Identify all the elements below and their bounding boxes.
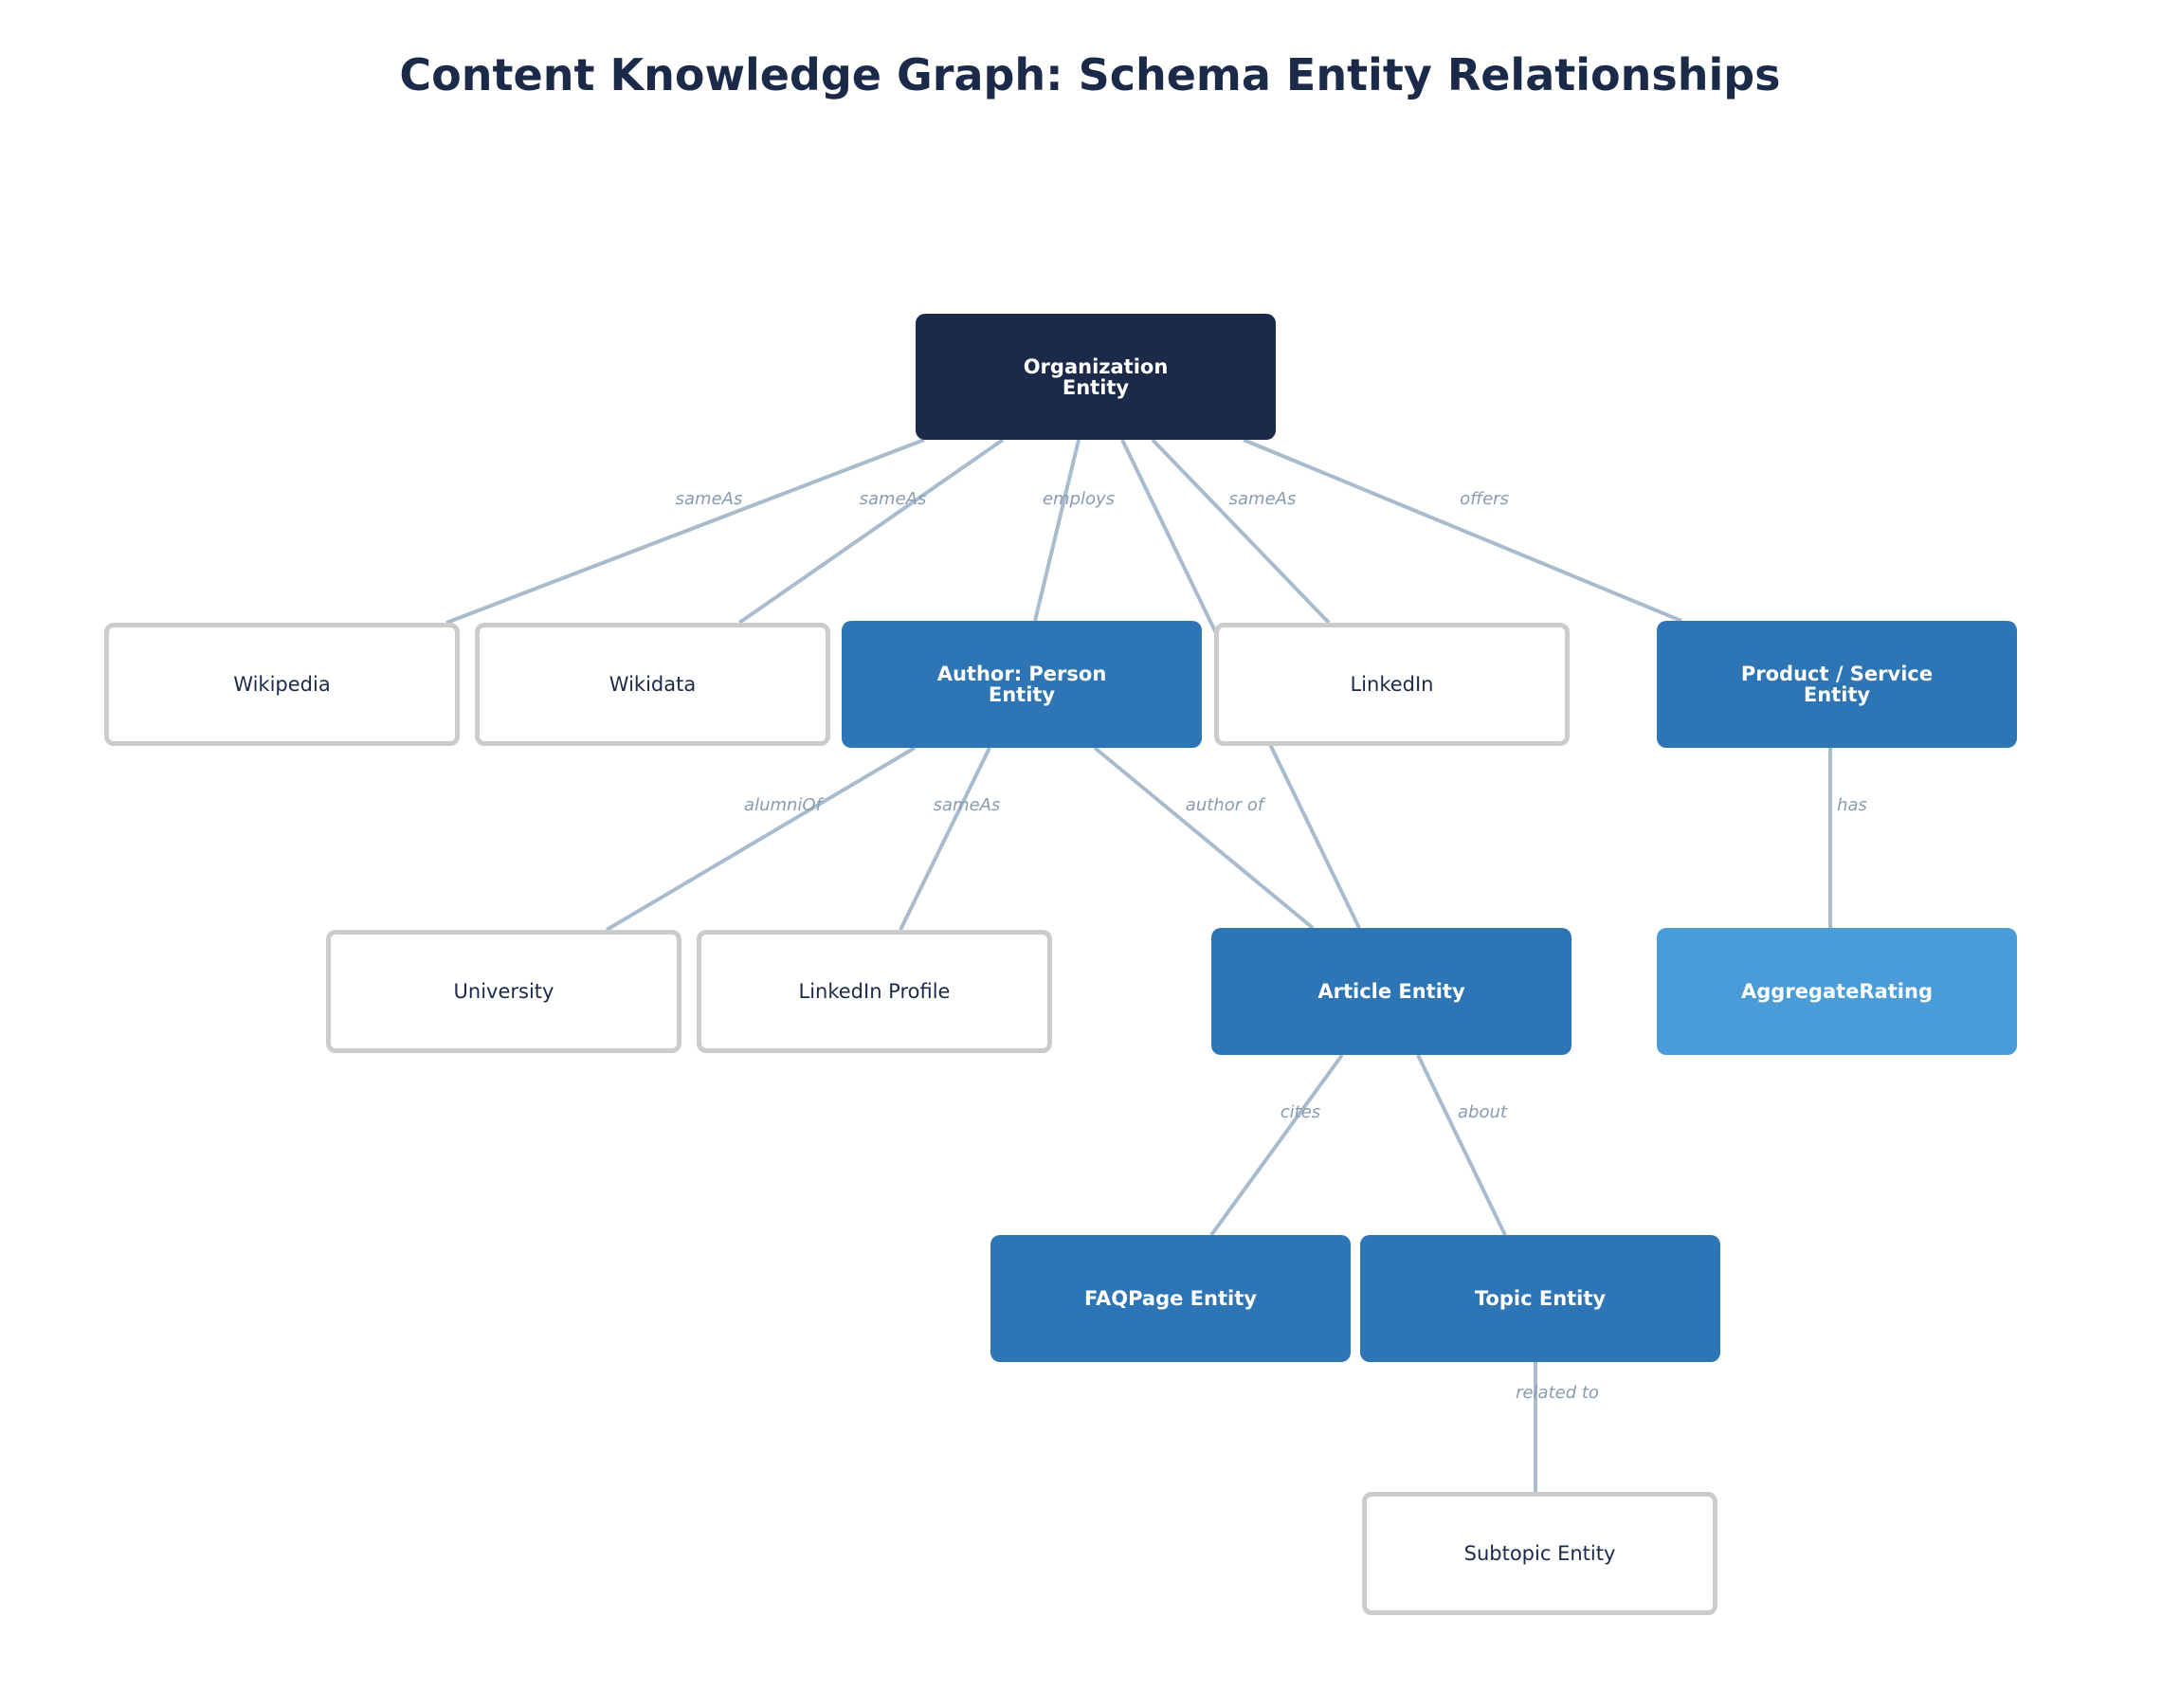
- node-topic: Topic Entity: [1360, 1235, 1720, 1362]
- edge-organization-wikidata: [737, 438, 1005, 625]
- edge-label-organization-wikipedia: sameAs: [676, 489, 743, 509]
- node-wikidata: Wikidata: [475, 623, 830, 746]
- edge-label-author-linkedin_profile: sameAs: [934, 795, 1001, 815]
- edge-label-author-article: author of: [1186, 795, 1266, 815]
- edge-organization-product: [1243, 438, 1682, 623]
- edge-label-article-faqpage: cites: [1281, 1102, 1320, 1122]
- edge-organization-linkedin: [1151, 438, 1331, 625]
- edge-label-topic-subtopic: related to: [1516, 1383, 1599, 1403]
- edge-organization-wikipedia: [445, 438, 925, 625]
- edge-label-organization-linkedin: sameAs: [1229, 489, 1297, 509]
- node-linkedin-profile: LinkedIn Profile: [697, 930, 1052, 1053]
- node-faqpage: FAQPage Entity: [990, 1235, 1351, 1362]
- edge-label-organization-author: employs: [1043, 489, 1115, 509]
- node-linkedin: LinkedIn: [1214, 623, 1570, 746]
- diagram-title: Content Knowledge Graph: Schema Entity R…: [399, 49, 1781, 100]
- edge-label-article-topic: about: [1458, 1102, 1508, 1122]
- edge-author-article: [1093, 746, 1315, 930]
- edge-label-organization-product: offers: [1460, 489, 1509, 509]
- edge-label-product-aggregate_rating: has: [1837, 795, 1867, 815]
- node-aggregate-rating: AggregateRating: [1657, 928, 2017, 1055]
- node-author: Author: Person Entity: [842, 621, 1202, 748]
- node-organization: Organization Entity: [916, 314, 1276, 440]
- edge-article-faqpage: [1209, 1053, 1344, 1237]
- node-product: Product / Service Entity: [1657, 621, 2017, 748]
- node-article: Article Entity: [1211, 928, 1571, 1055]
- node-university: University: [326, 930, 681, 1053]
- node-wikipedia: Wikipedia: [104, 623, 460, 746]
- edge-organization-author: [1033, 439, 1081, 622]
- edge-label-organization-wikidata: sameAs: [860, 489, 927, 509]
- edge-author-linkedin_profile: [899, 747, 991, 931]
- edge-label-author-university: alumniOf: [744, 795, 825, 815]
- node-subtopic: Subtopic Entity: [1362, 1492, 1717, 1615]
- edge-author-university: [605, 746, 917, 932]
- edge-article-topic: [1416, 1054, 1507, 1236]
